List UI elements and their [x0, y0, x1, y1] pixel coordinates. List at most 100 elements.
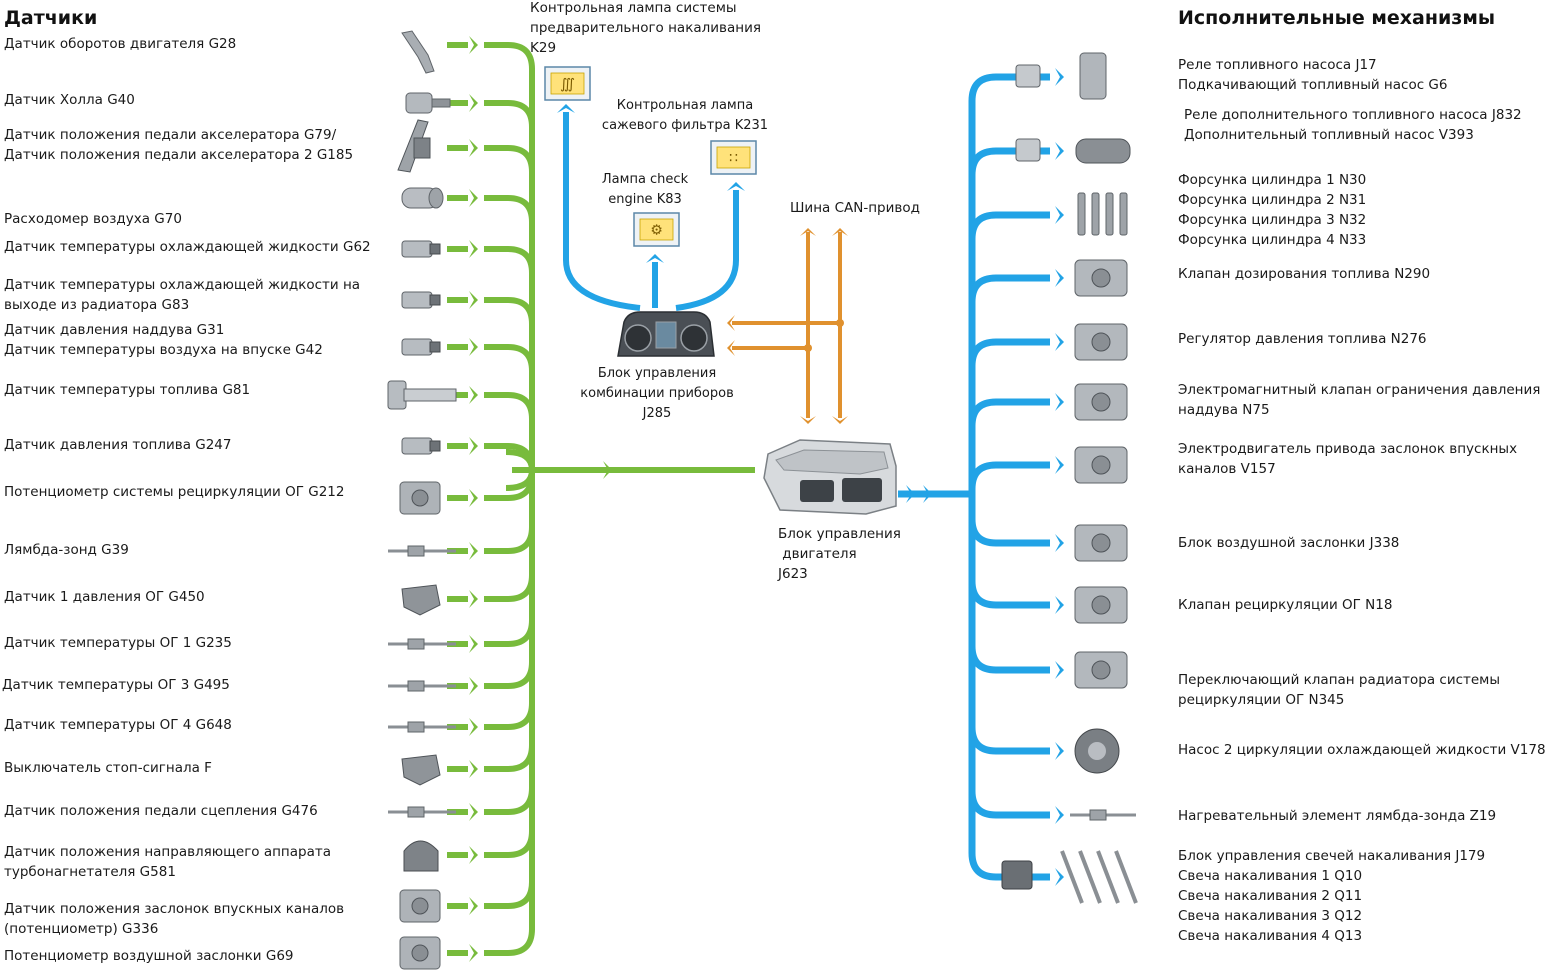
ecu-top: [775, 449, 889, 475]
fuel-temp-sensor-icon: [387, 380, 457, 410]
lamp-face: [639, 218, 674, 241]
actuator-label: Клапан дозирования топлива N290: [1178, 264, 1430, 284]
sensor-arrow-head: [469, 489, 478, 507]
sensor-bus-branch: [484, 787, 535, 815]
sensor-label-line: Датчик температуры ОГ 3 G495: [2, 677, 230, 693]
sensor-bus-branch: [484, 246, 535, 274]
lamp-face: [550, 72, 585, 95]
k29-lamp: ∭: [544, 66, 591, 101]
brake-switch-icon: [401, 754, 441, 786]
actuator-arrow-head: [1055, 806, 1064, 824]
sensor-label-line: (потенциометр) G336: [4, 921, 159, 937]
sensor-arrow-head: [469, 36, 478, 54]
k29-label: Контрольная лампа системы предварительно…: [530, 0, 761, 56]
sensor-label-line: Датчик температуры воздуха на впуске G42: [4, 342, 323, 358]
throttle-unit-icon: [1074, 524, 1128, 562]
actuator-arrow-head: [1055, 456, 1064, 474]
sensor-arrow-head: [469, 718, 478, 736]
actuator-bus-branch: [968, 147, 1050, 176]
k83-label: Лампа check engine K83: [601, 172, 689, 207]
ecu-output-arrow: [906, 485, 915, 503]
egr-valve-icon: [1074, 586, 1128, 624]
egr-cooler-valve-icon: [1074, 651, 1128, 689]
sensor-bus-branch: [484, 100, 535, 128]
cluster-display: [655, 321, 677, 349]
fuel-pressure-sensor-icon: [401, 437, 441, 455]
sensor-bus-branch: [484, 526, 535, 554]
sensor-bus-branch: [484, 881, 535, 909]
sensor-label-line: Датчик положения направляющего аппарата: [4, 844, 332, 860]
sensor-bus-branch: [484, 42, 535, 70]
k231-arrow: [727, 182, 745, 191]
actuator-label-line: Электродвигатель привода заслонок впускн…: [1178, 441, 1518, 457]
k83-lamp: ⚙: [633, 212, 680, 247]
sensor-label: Потенциометр воздушной заслонки G69: [4, 946, 294, 966]
actuator-label-line: Клапан дозирования топлива N290: [1178, 266, 1431, 282]
j285-to-k231-line: [675, 190, 739, 311]
lamp-face: [716, 146, 751, 169]
sensor-bus-branch: [484, 344, 535, 372]
sensor-label: Расходомер воздуха G70: [4, 209, 182, 229]
actuator-bus-branch: [968, 398, 1050, 427]
actuator-label: Блок воздушной заслонки J338: [1178, 533, 1399, 553]
ecu-connector-2: [842, 478, 882, 502]
sensor-label-line: Датчик давления топлива G247: [4, 437, 232, 453]
sensor-label: Датчик температуры охлаждающей жидкости …: [4, 237, 371, 257]
can-junction-dot: [804, 344, 812, 352]
sensor-arrow-head: [469, 139, 478, 157]
actuator-label-line: каналов V157: [1178, 461, 1276, 477]
actuator-label-line: Клапан рециркуляции ОГ N18: [1178, 597, 1393, 613]
actuator-label-line: наддува N75: [1178, 402, 1270, 418]
can-arrow-up: [800, 228, 816, 236]
sensor-label: Лямбда-зонд G39: [4, 540, 129, 560]
sensor-arrow-head: [469, 590, 478, 608]
actuator-bus-branch: [968, 518, 1050, 547]
actuator-bus-branch: [968, 852, 1050, 881]
lambda-heater-icon: [1070, 809, 1136, 821]
can-arrow-left: [727, 315, 735, 331]
glow-plug-icon: ∭: [560, 77, 575, 93]
exhaust-temp-sensor-icon: [388, 680, 456, 692]
actuator-label-line: Регулятор давления топлива N276: [1178, 331, 1427, 347]
actuator-arrow-head: [1055, 868, 1064, 886]
sensor-arrow-head: [469, 760, 478, 778]
sensor-label: Датчик температуры ОГ 3 G495: [2, 675, 230, 695]
actuator-arrow-head: [1055, 333, 1064, 351]
actuator-label-line: Реле дополнительного топливного насоса J…: [1184, 107, 1522, 123]
actuator-arrow-head: [1055, 206, 1064, 224]
injectors-icon: [1077, 192, 1128, 236]
actuator-arrow-head: [1055, 742, 1064, 760]
actuator-label-line: Насос 2 циркуляции охлаждающей жидкости …: [1178, 742, 1546, 758]
actuator-arrow-head: [1055, 661, 1064, 679]
coolant-temp-sensor-icon: [401, 240, 441, 258]
actuator-bus-branch: [968, 790, 1050, 819]
actuator-label-line: Подкачивающий топливный насос G6: [1178, 77, 1448, 93]
relay-icon: [1015, 138, 1041, 162]
k29-arrow: [557, 104, 575, 113]
coolant-pump-icon: [1074, 728, 1120, 774]
actuator-bus-branch: [968, 274, 1050, 303]
sensor-bus-branch: [484, 830, 535, 858]
sensor-label: Датчик положения педали акселератора G79…: [4, 125, 353, 165]
pedal-sensor-icon: [397, 119, 431, 173]
sensor-label-line: Потенциометр системы рециркуляции ОГ G21…: [4, 484, 345, 500]
actuator-label: Насос 2 циркуляции охлаждающей жидкости …: [1178, 740, 1546, 760]
hall-sensor-icon: [405, 92, 451, 114]
exhaust-temp-sensor-icon: [388, 721, 456, 733]
actuator-label-line: Свеча накаливания 3 Q12: [1178, 908, 1363, 924]
sensor-to-ecu-arrow: [603, 461, 612, 479]
sensor-label: Датчик положения заслонок впускных канал…: [4, 899, 344, 939]
actuator-bus-branch: [968, 338, 1050, 367]
actuator-arrow-head: [1055, 393, 1064, 411]
connection-lines: [447, 36, 1064, 962]
clutch-sensor-icon: [388, 806, 456, 818]
sensor-arrow-head: [469, 944, 478, 962]
sensor-arrow-head: [469, 846, 478, 864]
sensor-arrow-head: [469, 338, 478, 356]
j623-label: Блок управления двигателя J623: [778, 526, 901, 582]
sensor-label: Датчик температуры топлива G81: [4, 380, 250, 400]
intake-flap-motor-icon: [1074, 446, 1128, 484]
